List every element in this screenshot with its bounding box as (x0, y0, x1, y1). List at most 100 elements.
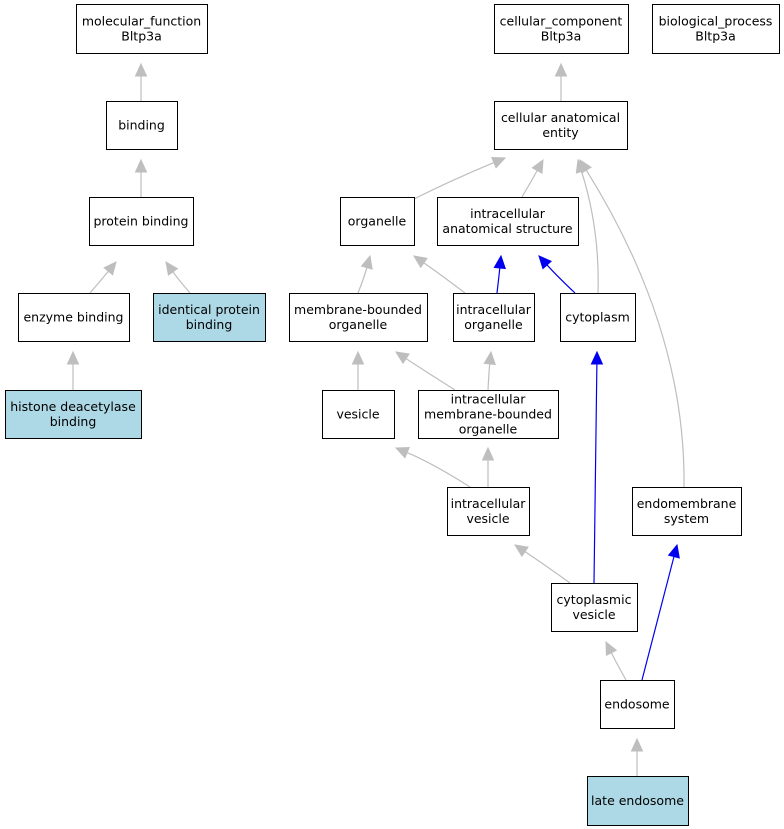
edge-organelle-to-cae (413, 162, 495, 200)
node-box-hdb (5, 390, 142, 439)
edge-arrowhead-io-to-ias (493, 254, 507, 270)
edge-arrowhead-cv-to-cytoplasm (590, 350, 604, 365)
edge-endosome-to-cv (610, 652, 627, 681)
node-box-protbind (89, 197, 194, 246)
edge-enzbind-to-protbind (89, 270, 109, 294)
node-binding[interactable]: binding (106, 101, 178, 150)
node-label-mbo-line-0: membrane-bounded (294, 302, 422, 317)
node-box-enzbind (18, 293, 130, 342)
node-enzbind[interactable]: enzyme binding (18, 293, 130, 342)
node-label-imbo-line-0: intracellular (451, 392, 527, 407)
node-box-io (453, 293, 535, 342)
node-box-organelle (340, 197, 415, 246)
edge-arrowhead-endosome-to-cv (605, 640, 618, 656)
edge-imbo-to-mbo (405, 358, 456, 391)
node-label-identical-line-0: identical protein (158, 302, 260, 317)
node-box-identical (153, 293, 266, 342)
edge-cytoplasm-to-ias (546, 264, 576, 294)
node-label-cv-line-1: vesicle (572, 607, 615, 622)
node-box-ias (437, 197, 579, 246)
node-box-bp (652, 4, 780, 54)
node-label-iv-line-0: intracellular (451, 496, 527, 511)
edge-io-to-ias (496, 267, 501, 294)
node-label-cc-line-1: Bltp3a (541, 29, 582, 44)
node-box-endosome (600, 680, 675, 729)
node-label-cae-line-1: entity (542, 125, 579, 140)
node-organelle[interactable]: organelle (340, 197, 415, 246)
node-box-imbo (418, 390, 559, 439)
node-label-io-line-1: organelle (464, 317, 523, 332)
node-label-organelle-line-0: organelle (348, 214, 407, 229)
edge-cv-to-cytoplasm (593, 363, 598, 584)
edge-identical-to-protbind (172, 271, 191, 294)
edge-mbo-to-organelle (357, 267, 368, 294)
node-label-endomem-line-0: endomembrane (637, 496, 737, 511)
edge-arrowhead-iv-to-imbo (481, 446, 495, 461)
node-label-bp-line-0: biological_process (659, 14, 773, 29)
edge-arrowhead-vesicle-to-mbo (351, 350, 365, 365)
node-late[interactable]: late endosome (587, 776, 689, 826)
node-label-bp-line-1: Bltp3a (695, 29, 736, 44)
edge-arrowhead-cae-to-cc (554, 62, 568, 77)
node-label-imbo-line-1: membrane-bounded (424, 407, 552, 422)
edge-endosome-to-endomem (641, 556, 675, 681)
edge-arrowhead-enzbind-to-protbind (103, 261, 117, 276)
node-label-mf-line-0: molecular_function (82, 14, 201, 29)
edges-layer (66, 62, 685, 776)
edge-imbo-to-io (487, 363, 491, 391)
node-label-binding-line-0: binding (118, 118, 165, 133)
edge-arrowhead-imbo-to-mbo (394, 351, 410, 365)
edge-ias-to-cae (521, 170, 538, 198)
node-label-cc-line-0: cellular_component (500, 14, 623, 29)
node-box-iv (447, 487, 530, 536)
node-box-cc (494, 4, 629, 54)
edge-cytoplasm-to-cae (581, 171, 599, 294)
node-box-endomem (632, 487, 742, 536)
edge-arrowhead-binding-to-mf (134, 62, 148, 77)
edge-arrowhead-late-to-endosome (630, 737, 644, 752)
node-endosome[interactable]: endosome (600, 680, 675, 729)
node-label-cv-line-0: cytoplasmic (557, 592, 632, 607)
node-label-vesicle-line-0: vesicle (336, 407, 379, 422)
node-box-mbo (289, 293, 428, 342)
node-label-ias-line-1: anatomical structure (442, 221, 572, 236)
node-label-ias-line-0: intracellular (470, 206, 546, 221)
edge-arrowhead-ias-to-cae (531, 158, 544, 174)
node-box-cytoplasm (560, 293, 636, 342)
node-label-endosome-line-0: endosome (604, 697, 670, 712)
node-label-imbo-line-2: organelle (459, 422, 518, 437)
node-label-late-line-0: late endosome (591, 793, 684, 808)
edge-endomem-to-cae (585, 169, 685, 488)
node-label-mbo-line-1: organelle (329, 317, 388, 332)
node-label-mf-line-1: Bltp3a (121, 29, 162, 44)
node-protbind[interactable]: protein binding (89, 197, 194, 246)
node-label-iv-line-1: vesicle (466, 511, 509, 526)
node-vesicle[interactable]: vesicle (322, 390, 395, 439)
node-cytoplasm[interactable]: cytoplasm (560, 293, 636, 342)
edge-arrowhead-cytoplasm-to-ias (538, 255, 553, 270)
node-label-enzbind-line-0: enzyme binding (23, 310, 123, 325)
edge-arrowhead-identical-to-protbind (165, 261, 179, 276)
edge-arrowhead-organelle-to-cae (491, 156, 507, 169)
node-label-endomem-line-1: system (664, 511, 709, 526)
edge-arrowhead-imbo-to-io (483, 350, 496, 366)
node-label-io-line-0: intracellular (456, 302, 532, 317)
node-box-cae (494, 101, 628, 150)
node-box-vesicle (322, 390, 395, 439)
edge-io-to-organelle (423, 262, 466, 294)
node-label-hdb-line-0: histone deacetylase (10, 399, 136, 414)
